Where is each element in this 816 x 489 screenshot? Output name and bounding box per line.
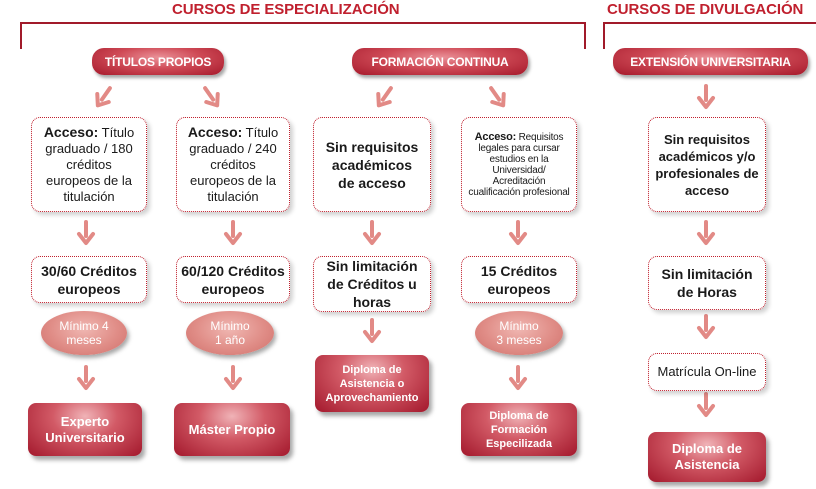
extension-result: Diploma de Asistencia	[671, 441, 743, 472]
extension-hours: Sin limitación de Horas	[661, 266, 753, 300]
experto-access-box: Acceso: Título graduado / 180 créditos e…	[31, 117, 147, 212]
master-access-text: Título graduado / 240 créditos europeos …	[189, 125, 279, 204]
diploma-asistencia-aprovechamiento-result: Diploma de Asistencia o Aprovechamiento	[315, 355, 429, 412]
arrow-icon	[509, 365, 527, 390]
arrow-icon	[224, 220, 242, 245]
divulgacion-title: CURSOS DE DIVULGACIÓN	[607, 1, 804, 18]
arrow-icon	[697, 220, 715, 245]
arrow-icon	[697, 314, 715, 339]
especializada-access-box: Acceso: Requisitos legales para cursar e…	[461, 117, 577, 212]
master-propio-result: Máster Propio	[174, 403, 290, 456]
experto-universitario-result: Experto Universitario	[28, 403, 142, 456]
experto-credits-box: 30/60 Créditos europeos	[31, 256, 147, 303]
extension-hours-box: Sin limitación de Horas	[648, 256, 766, 310]
especializacion-title: CURSOS DE ESPECIALIZACIÓN	[172, 1, 400, 18]
experto-result: Experto Universitario	[45, 413, 125, 445]
arrow-icon	[697, 392, 715, 417]
asistencia-access-box: Sin requisitos académicos de acceso	[313, 117, 431, 212]
access-label: Acceso:	[187, 124, 243, 140]
experto-duration-badge: Mínimo 4 meses	[41, 311, 127, 355]
master-duration-badge: Mínimo 1 año	[186, 311, 274, 355]
arrow-icon	[371, 82, 399, 112]
extension-enrollment-box: Matrícula On-line	[648, 353, 766, 391]
arrow-icon	[509, 220, 527, 245]
extension-access-box: Sin requisitos académicos y/o profesiona…	[648, 117, 766, 212]
diploma-formacion-especializada-result: Diploma de Formación Especilizada	[461, 403, 577, 456]
especializada-duration: Mínimo 3 meses	[496, 319, 542, 347]
access-label: Acceso:	[474, 130, 517, 143]
especializada-credits: 15 Créditos europeos	[480, 262, 558, 297]
experto-credits: 30/60 Créditos europeos	[41, 262, 137, 297]
arrow-icon	[77, 220, 95, 245]
asistencia-credits-box: Sin limitación de Créditos u horas	[313, 256, 431, 312]
diploma-asistencia-result: Diploma de Asistencia	[648, 432, 766, 482]
arrow-icon	[90, 82, 118, 112]
extension-universitaria-label: EXTENSIÓN UNIVERSITARIA	[613, 48, 808, 75]
especializada-credits-box: 15 Créditos europeos	[461, 256, 577, 303]
especializada-access-text: Requisitos legales para cursar estudios …	[468, 131, 570, 198]
arrow-icon	[197, 82, 225, 112]
formacion-continua-label: FORMACIÓN CONTINUA	[352, 48, 528, 75]
access-label: Acceso:	[43, 124, 99, 140]
experto-access-text: Título graduado / 180 créditos europeos …	[45, 125, 135, 204]
especializada-result: Diploma de Formación Especilizada	[485, 409, 553, 450]
arrow-icon	[224, 365, 242, 390]
asistencia-result: Diploma de Asistencia o Aprovechamiento	[325, 363, 419, 404]
arrow-icon	[363, 318, 381, 343]
asistencia-credits: Sin limitación de Créditos u horas	[326, 258, 418, 310]
arrow-icon	[483, 82, 511, 112]
extension-access: Sin requisitos académicos y/o profesiona…	[655, 131, 759, 198]
especializada-duration-badge: Mínimo 3 meses	[475, 311, 563, 355]
divulgacion-bracket	[603, 22, 816, 49]
arrow-icon	[77, 365, 95, 390]
asistencia-access: Sin requisitos académicos de acceso	[325, 138, 419, 191]
extension-enrollment: Matrícula On-line	[657, 364, 757, 379]
especializacion-bracket	[20, 22, 586, 49]
arrow-icon	[363, 220, 381, 245]
master-result: Máster Propio	[188, 421, 276, 437]
titulos-propios-label: TÍTULOS PROPIOS	[92, 48, 224, 75]
master-credits: 60/120 Créditos europeos	[181, 262, 285, 297]
master-duration: Mínimo 1 año	[210, 319, 250, 347]
arrow-icon	[697, 84, 715, 109]
master-credits-box: 60/120 Créditos europeos	[176, 256, 290, 303]
experto-duration: Mínimo 4 meses	[59, 319, 109, 347]
master-access-box: Acceso: Título graduado / 240 créditos e…	[176, 117, 290, 212]
